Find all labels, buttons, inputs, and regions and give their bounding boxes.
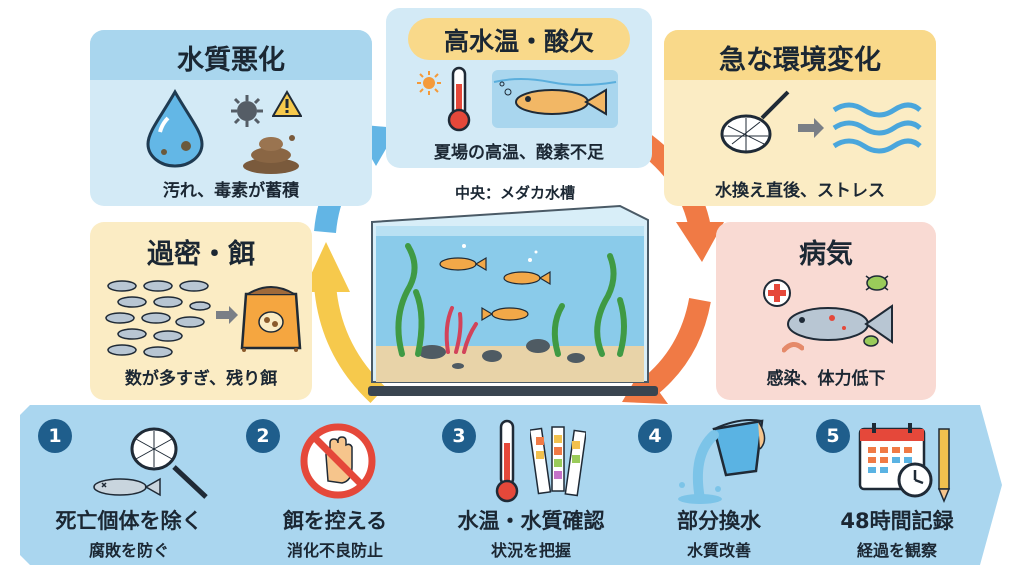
- arrow-right-icon: [798, 118, 824, 138]
- cause-title: 過密・餌: [147, 239, 255, 270]
- cause-panel-disease: 病気 感染、体力低下: [716, 222, 936, 400]
- arrow-yellow-lower: [314, 283, 386, 404]
- cause-panel-environment-change: 急な環境変化 水換え直後、ストレス: [664, 30, 936, 206]
- net-icon: [720, 90, 790, 154]
- aquarium-tank: [368, 204, 658, 396]
- cause-caption: 水換え直後、ストレス: [715, 181, 885, 201]
- step-subtitle: 腐敗を防ぐ: [88, 541, 169, 560]
- cause-title: 水質悪化: [177, 45, 285, 76]
- step-number-badge: 4: [638, 419, 672, 453]
- step-title: 餌を控える: [282, 509, 388, 533]
- step-subtitle: 消化不良防止: [286, 541, 383, 560]
- fish-school-icon: [105, 280, 211, 358]
- step-title: 死亡個体を除く: [55, 509, 203, 533]
- center-label: 中央：メダカ水槽: [454, 184, 575, 202]
- step-title: 48時間記録: [840, 509, 954, 533]
- net-icon: [93, 427, 208, 499]
- step-subtitle: 水質改善: [686, 541, 751, 560]
- arrow-yellow-lower-head: [303, 242, 350, 292]
- bucket-icon: [678, 419, 766, 504]
- step-title: 部分換水: [677, 509, 761, 533]
- test-strip-icon: [530, 426, 586, 497]
- cause-title: 高水温・酸欠: [443, 27, 594, 56]
- cause-caption: 数が多すぎ、残り餌: [124, 369, 278, 389]
- waves-icon: [832, 102, 922, 154]
- sun-icon: [417, 71, 441, 95]
- fish-icon: [787, 304, 893, 344]
- pencil-icon: [937, 428, 951, 503]
- step-number-badge: 5: [816, 419, 850, 453]
- cause-caption: 汚れ、毒素が蓄積: [162, 181, 300, 201]
- step-title: 水温・水質確認: [457, 509, 605, 533]
- warning-icon: [272, 90, 302, 117]
- cause-caption: 感染、体力低下: [766, 369, 886, 389]
- arrow-orange-upper-head: [676, 222, 724, 262]
- arrow-orange-lower: [641, 297, 711, 397]
- food-bag-icon: [240, 286, 302, 352]
- clock-icon: [897, 462, 933, 498]
- arrow-right-icon: [216, 306, 238, 324]
- bacteria-icon: [863, 335, 879, 347]
- bacteria-icon: [865, 275, 889, 291]
- step-2-reduce-feeding: 2 餌を控える 消化不良防止: [216, 405, 448, 565]
- virus-icon: [231, 95, 263, 127]
- thermometer-icon: [447, 66, 471, 132]
- step-number-badge: 3: [442, 419, 476, 453]
- cause-title: 病気: [799, 239, 853, 270]
- fish-icon: [492, 70, 618, 128]
- cause-caption: 夏場の高温、酸素不足: [434, 143, 604, 163]
- step-4-partial-water-change: 4 部分換水 水質改善: [608, 405, 824, 565]
- step-5-record-48h: 5 48時間記録 経過を観察: [786, 405, 1002, 565]
- step-subtitle: 状況を把握: [490, 541, 571, 560]
- step-number-badge: 2: [246, 419, 280, 453]
- cause-title: 急な環境変化: [719, 45, 881, 76]
- water-drop-icon: [146, 88, 204, 168]
- cause-panel-overcrowding: 過密・餌 数が多すぎ、残り餌: [90, 222, 312, 400]
- thermometer-icon: [495, 419, 519, 503]
- step-3-check-temp-water: 3 水温・水質確認 状況を把握: [412, 405, 644, 565]
- medical-cross-icon: [763, 279, 791, 307]
- step-1-remove-dead-fish: 1 死亡個体を除く 腐敗を防ぐ: [20, 405, 252, 565]
- no-hand-icon: [300, 423, 376, 499]
- step-number-badge: 1: [38, 419, 72, 453]
- cause-panel-high-temp: 高水温・酸欠 夏場の高温、酸素不足: [386, 8, 652, 168]
- step-subtitle: 経過を観察: [856, 541, 937, 560]
- bacteria-icon: [782, 342, 804, 353]
- cause-panel-water-quality: 水質悪化 汚れ、毒素が蓄積: [90, 30, 372, 206]
- waste-icon: [243, 135, 299, 174]
